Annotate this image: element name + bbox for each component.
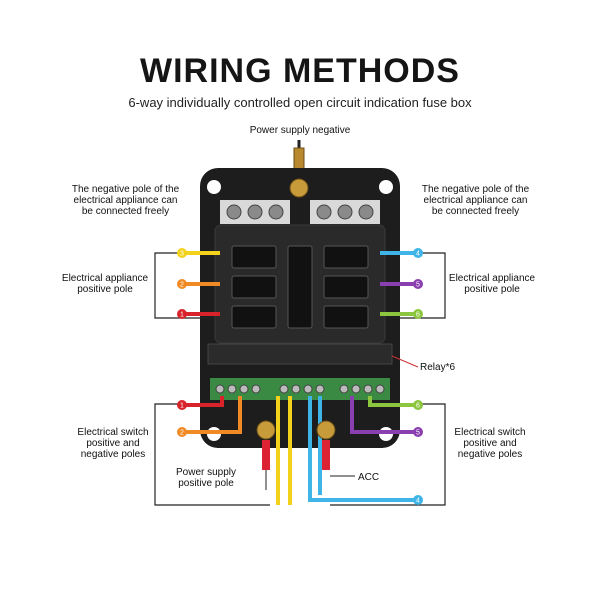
- switch-badges-right: 6 5 4: [413, 400, 423, 505]
- bus-screws: [226, 204, 374, 220]
- page-title: WIRING METHODS: [140, 52, 460, 90]
- mount-hole-top-right: [379, 180, 393, 194]
- label-negative-pole-left: The negative pole of the electrical appl…: [71, 184, 180, 217]
- relay-pointer: [391, 355, 419, 368]
- badge-number: 2: [180, 282, 184, 289]
- switch-wire-4a: [308, 396, 415, 502]
- fuse-slots: [231, 245, 369, 329]
- mount-hole-top-left: [207, 180, 221, 194]
- label-negative-pole-right: The negative pole of the electrical appl…: [421, 184, 530, 217]
- switch-wire-2: [185, 396, 242, 434]
- label-switch-poles-left: Electrical switch positive and negative …: [77, 427, 149, 460]
- badge-number: 1: [180, 312, 184, 319]
- bracket-switch-left: [154, 403, 270, 506]
- circuit-badges-right: 4 5 6: [413, 248, 423, 319]
- label-switch-poles-right: Electrical switch positive and negative …: [454, 427, 526, 460]
- label-relay: Relay*6: [420, 362, 456, 373]
- label-appliance-positive-right: Electrical appliance positive pole: [448, 273, 536, 295]
- badge-number: 6: [416, 403, 420, 410]
- badge-number: 1: [180, 403, 184, 410]
- badge-number: 6: [416, 312, 420, 319]
- badge-number: 5: [416, 282, 420, 289]
- switch-wire-1: [185, 396, 224, 407]
- label-power-supply-negative: Power supply negative: [249, 125, 351, 136]
- relay-strip: [207, 343, 393, 365]
- label-appliance-positive-left: Electrical appliance positive pole: [61, 273, 149, 295]
- switch-wire-5: [350, 396, 415, 434]
- circuit-badges-left: 3 2 1: [177, 248, 187, 319]
- acc-lead: [322, 440, 330, 470]
- bracket-switch-right: [330, 403, 446, 506]
- power-positive-lead: [262, 440, 270, 470]
- badge-number: 5: [416, 430, 420, 437]
- power-positive-stud: [256, 420, 276, 440]
- switch-badges-left: 12: [177, 400, 187, 437]
- switch-wire-6: [368, 396, 415, 407]
- badge-number: 4: [416, 498, 420, 505]
- label-acc: ACC: [358, 472, 380, 483]
- page-subtitle: 6-way individually controlled open circu…: [128, 95, 472, 110]
- badge-number: 2: [180, 430, 184, 437]
- acc-stud: [316, 420, 336, 440]
- badge-number: 3: [180, 251, 184, 258]
- label-power-supply-positive: Power supply positive pole: [175, 467, 237, 489]
- negative-stud: [289, 178, 309, 198]
- badge-number: 4: [416, 251, 420, 258]
- terminal-screws: [215, 384, 385, 394]
